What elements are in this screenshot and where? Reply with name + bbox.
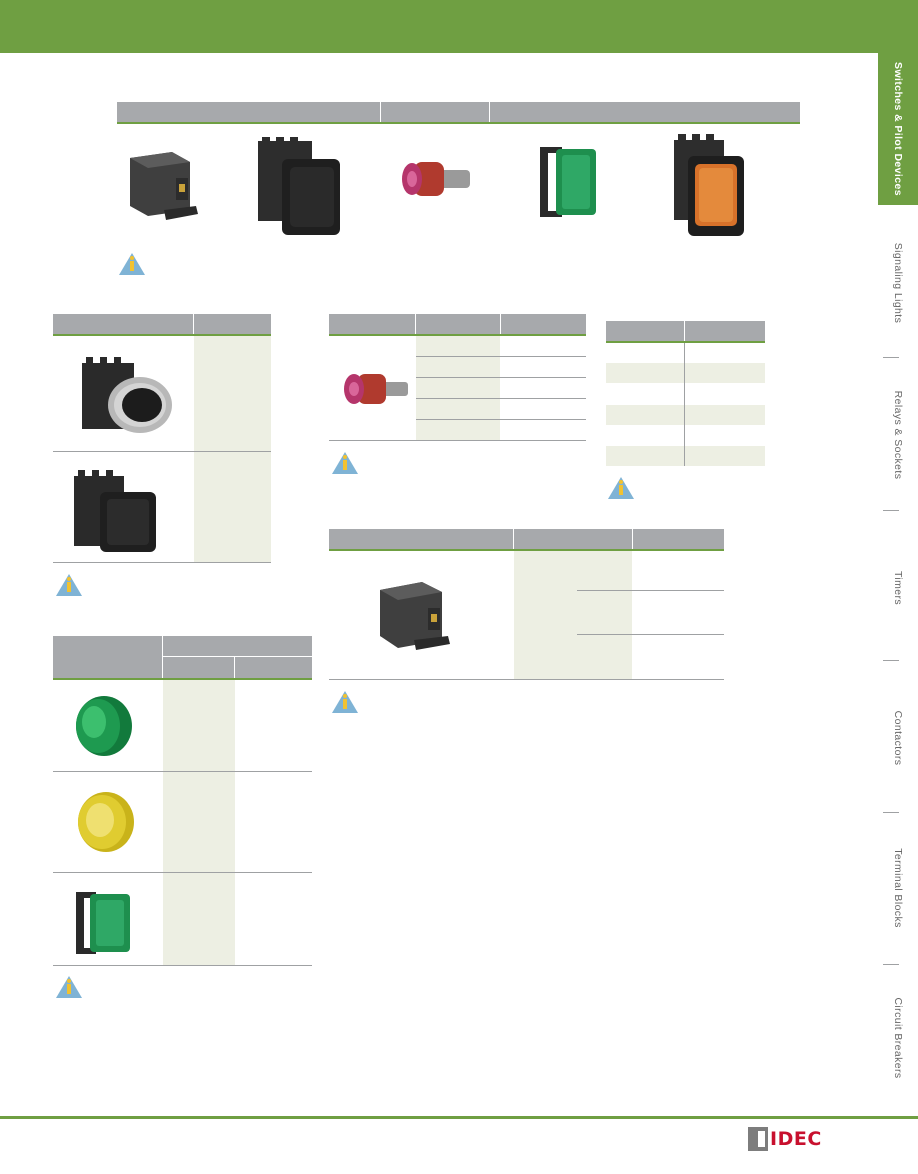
column-divider <box>684 343 685 466</box>
small-table-header <box>606 321 765 341</box>
header-divider <box>193 314 194 334</box>
contact-table-header <box>329 529 724 549</box>
header-divider <box>162 636 163 678</box>
table-row-divider <box>53 451 271 452</box>
sidebar-divider <box>883 357 899 358</box>
table-row-shaded <box>606 446 765 466</box>
lens-header-rule <box>53 678 312 680</box>
sidebar-tab-label: Relays & Sockets <box>892 390 904 480</box>
header-divider <box>489 102 490 122</box>
header-subdivider <box>163 656 312 657</box>
small-table-header-rule <box>606 341 765 343</box>
yellow-round-lens-image <box>78 792 134 852</box>
footer-rule <box>0 1116 918 1119</box>
contact-block-image <box>130 152 198 220</box>
table-row-divider <box>577 590 724 591</box>
overview-header-rule <box>117 122 800 124</box>
operator-header-rule <box>53 334 271 336</box>
header-divider <box>415 314 416 334</box>
info-icon <box>608 477 634 499</box>
sidebar-tab-label: Terminal Blocks <box>892 847 904 928</box>
sidebar-divider <box>883 510 899 511</box>
lamp-table-cell <box>416 336 500 440</box>
info-icon <box>56 574 82 596</box>
lamp-table-header <box>329 314 586 334</box>
header-divider <box>380 102 381 122</box>
info-icon <box>56 976 82 998</box>
table-bottom-rule <box>53 562 271 563</box>
table-bottom-rule <box>329 440 586 441</box>
top-banner <box>0 0 918 53</box>
round-operator-image <box>82 357 172 433</box>
table-bottom-rule <box>53 965 312 966</box>
lens-table-cell <box>163 680 235 965</box>
header-divider <box>513 529 514 549</box>
table-bottom-rule <box>329 679 724 680</box>
brand-logo: IDEC <box>748 1126 822 1152</box>
green-square-lens-image <box>76 892 130 954</box>
table-row-divider <box>53 771 312 772</box>
sidebar-divider <box>883 964 899 965</box>
sidebar-tab-switches[interactable]: Switches & Pilot Devices <box>878 53 918 205</box>
operator-table-cell <box>194 336 271 562</box>
green-round-lens-image <box>76 696 132 756</box>
table-row-divider <box>577 634 724 635</box>
sidebar-tab-label: Circuit Breakers <box>892 997 904 1079</box>
lens-image <box>540 147 596 217</box>
overview-table-header <box>117 102 800 122</box>
sidebar-tab-label: Timers <box>892 570 904 605</box>
sidebar-tab-label: Switches & Pilot Devices <box>892 62 904 196</box>
table-row-divider <box>416 398 586 399</box>
info-icon <box>119 253 145 275</box>
table-row-shaded <box>606 405 765 425</box>
sidebar-tab-label: Contactors <box>892 710 904 765</box>
table-row-divider <box>416 419 586 420</box>
sidebar-tab-relays-sockets[interactable]: Relays & Sockets <box>878 365 918 505</box>
led-lamp-image <box>344 374 408 404</box>
table-row-shaded <box>606 363 765 383</box>
sidebar-tab-circuit-breakers[interactable]: Circuit Breakers <box>878 968 918 1108</box>
table-row-divider <box>416 356 586 357</box>
operator-table-header <box>53 314 271 334</box>
sidebar-tab-label: Signaling Lights <box>892 242 904 323</box>
contact-table-cell <box>514 551 632 679</box>
info-icon <box>332 452 358 474</box>
header-divider <box>684 321 685 341</box>
operator-image <box>258 137 340 235</box>
lens-table-header <box>53 636 312 678</box>
lamp-header-rule <box>329 334 586 336</box>
illuminated-pushbutton-image <box>674 134 744 236</box>
contact-header-rule <box>329 549 724 551</box>
logo-mark-icon <box>748 1127 768 1151</box>
sidebar-divider <box>883 660 899 661</box>
contact-block-image <box>380 582 450 650</box>
header-divider <box>500 314 501 334</box>
sidebar-tab-signaling-lights[interactable]: Signaling Lights <box>878 215 918 350</box>
sidebar-tab-timers[interactable]: Timers <box>878 515 918 660</box>
table-row-divider <box>53 872 312 873</box>
header-divider <box>632 529 633 549</box>
table-row-divider <box>416 377 586 378</box>
header-divider <box>234 657 235 678</box>
info-icon <box>332 691 358 713</box>
square-operator-image <box>74 470 156 552</box>
sidebar-tab-terminal-blocks[interactable]: Terminal Blocks <box>878 815 918 960</box>
led-lamp-image <box>402 162 470 196</box>
sidebar-tab-contactors[interactable]: Contactors <box>878 665 918 810</box>
brand-name: IDEC <box>770 1128 822 1150</box>
sidebar-divider <box>883 812 899 813</box>
